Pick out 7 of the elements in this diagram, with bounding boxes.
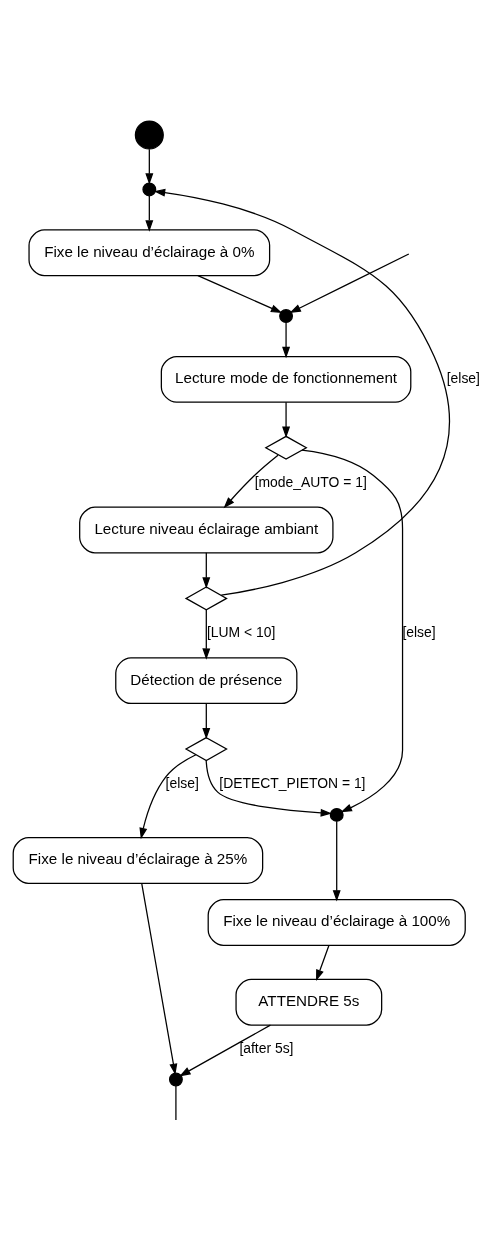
edge-label: [mode_AUTO = 1] xyxy=(254,473,367,490)
edge-label: [else] xyxy=(402,624,436,641)
edge-label: [else] xyxy=(446,369,480,386)
edge-label: [after 5s] xyxy=(239,1039,294,1056)
edge-label: [DETECT_PIETON = 1] xyxy=(219,775,366,792)
edge-label: [else] xyxy=(165,775,199,792)
edge-label: [LUM < 10] xyxy=(206,624,276,641)
